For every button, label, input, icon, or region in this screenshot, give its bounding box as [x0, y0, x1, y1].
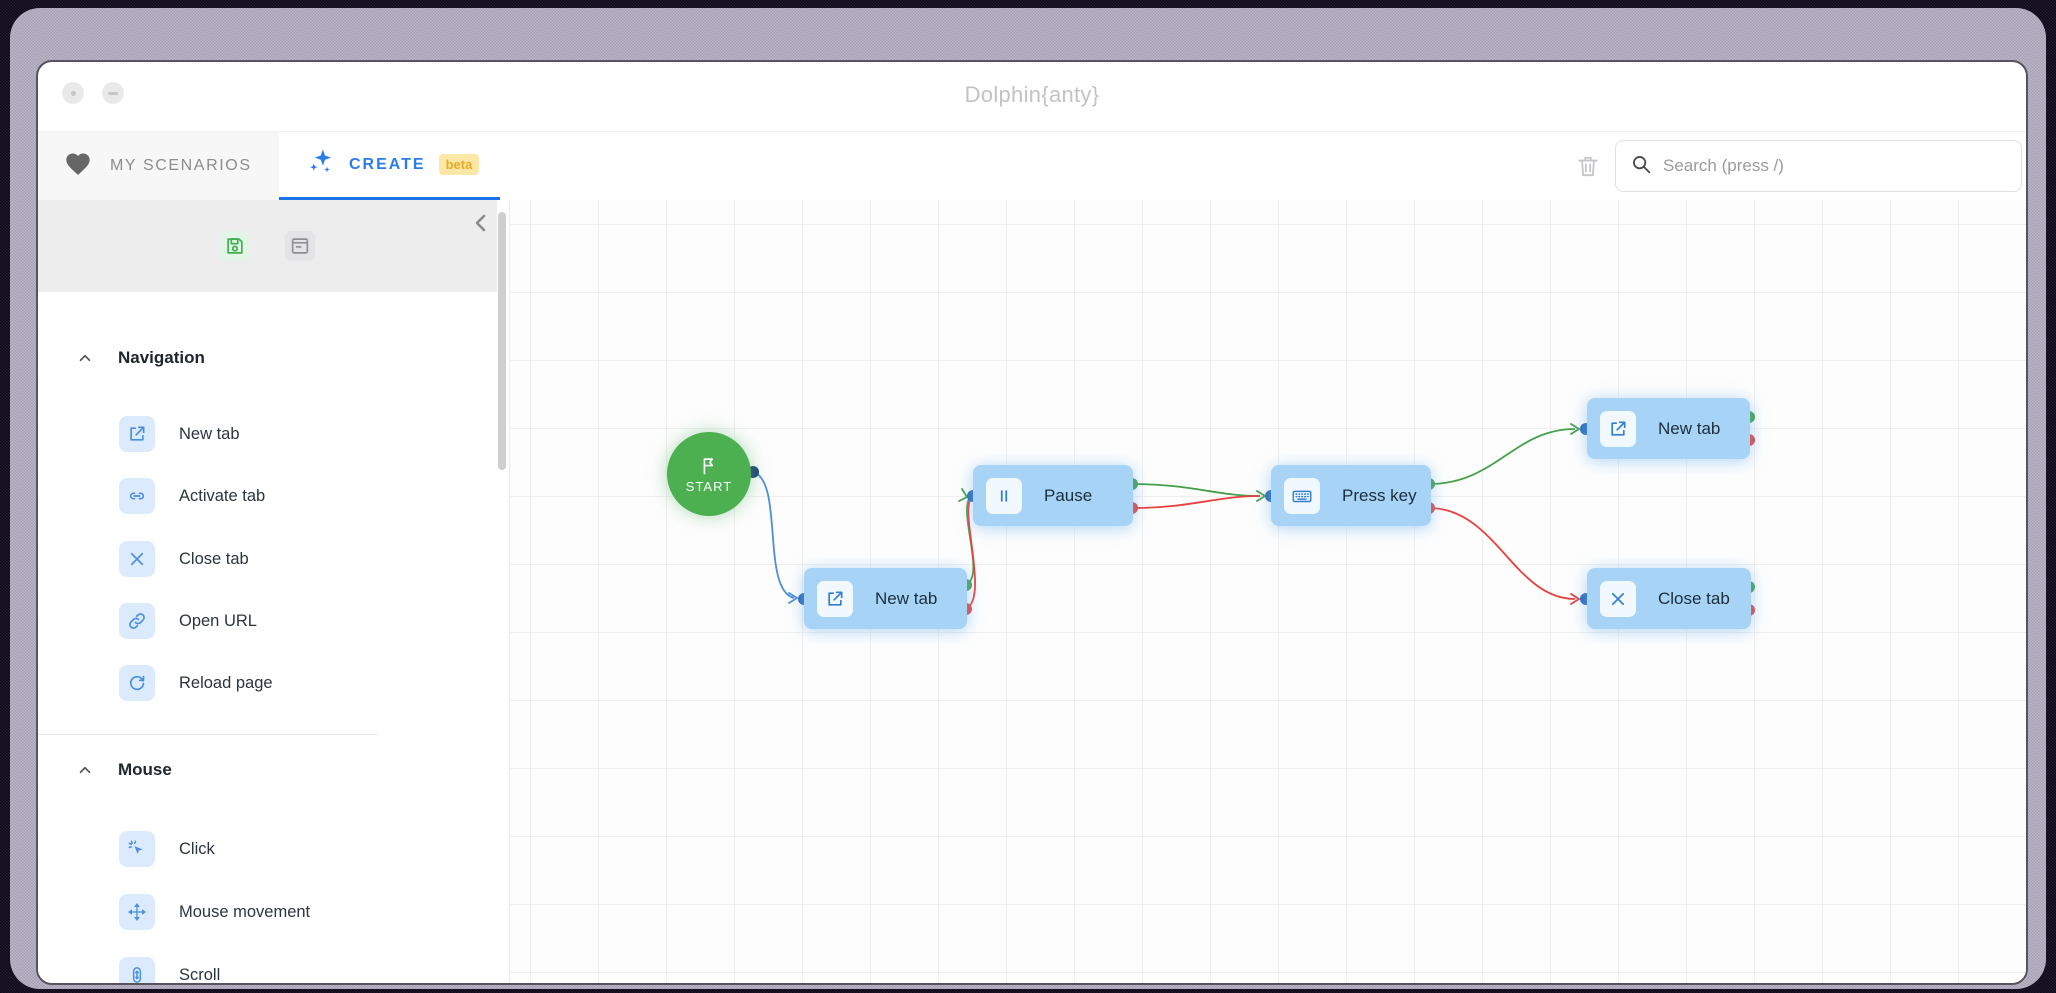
section-navigation-label: Navigation: [118, 348, 205, 367]
edge-presskey-closetab-error: [1428, 507, 1576, 600]
node-start-label: START: [685, 478, 733, 494]
scenario-canvas[interactable]: START New tab Pause Pre: [510, 200, 2026, 983]
edge-pause-presskey-error: [1131, 495, 1261, 509]
sidebar-item-reload-page[interactable]: Reload page: [119, 665, 273, 701]
edge-start-newtab1: [752, 471, 795, 599]
node-pause[interactable]: Pause: [973, 465, 1133, 526]
sidebar-item-label: Reload page: [179, 673, 273, 692]
sidebar-item-new-tab[interactable]: New tab: [119, 416, 240, 452]
node-new-tab-2[interactable]: New tab: [1587, 398, 1750, 459]
save-scenario-button[interactable]: [220, 231, 250, 261]
section-navigation[interactable]: Navigation: [76, 348, 205, 368]
sidebar-item-activate-tab[interactable]: Activate tab: [119, 478, 265, 514]
close-tab-icon: [119, 541, 155, 577]
flag-icon: [703, 457, 714, 474]
section-mouse-label: Mouse: [118, 760, 172, 779]
search-icon: [1630, 153, 1652, 180]
title-bar: Dolphin{anty}: [38, 62, 2026, 132]
new-tab-icon: [119, 416, 155, 452]
delete-scenario-button[interactable]: [1575, 152, 1601, 180]
sidebar-item-close-tab[interactable]: Close tab: [119, 541, 249, 577]
tab-create-label: CREATE: [349, 155, 426, 173]
minimize-icon: [108, 91, 118, 95]
node-label: Close tab: [1658, 588, 1730, 608]
sparkles-icon: [306, 147, 336, 182]
sidebar-item-click[interactable]: Click: [119, 831, 215, 867]
heart-icon: [63, 150, 93, 183]
sidebar-item-label: Open URL: [179, 611, 257, 630]
edge-pause-presskey-success: [1131, 483, 1261, 497]
node-press-key[interactable]: Press key: [1271, 465, 1431, 526]
keyboard-icon: [1284, 477, 1320, 514]
pause-icon: [986, 477, 1022, 514]
chevron-up-icon: [79, 766, 91, 774]
sidebar-item-scroll[interactable]: Scroll: [119, 957, 221, 984]
search-input[interactable]: [1663, 156, 2007, 176]
window-close-button[interactable]: [62, 82, 84, 104]
sidebar-item-label: New tab: [179, 424, 240, 443]
app-window: Dolphin{anty} MY SCENARIOS CREATE beta: [36, 60, 2028, 985]
node-label: Press key: [1342, 485, 1417, 505]
sidebar-item-label: Click: [179, 839, 215, 858]
close-tab-icon: [1600, 580, 1636, 617]
section-divider: [38, 734, 378, 735]
activate-tab-icon: [119, 478, 155, 514]
tab-my-scenarios[interactable]: MY SCENARIOS: [38, 132, 279, 200]
collapse-sidebar-button[interactable]: [469, 210, 493, 236]
node-start[interactable]: START: [667, 432, 751, 516]
sidebar-item-open-url[interactable]: Open URL: [119, 603, 257, 639]
beta-badge: beta: [438, 154, 480, 175]
click-icon: [119, 831, 155, 867]
new-tab-icon: [817, 580, 853, 617]
sidebar-item-label: Mouse movement: [179, 902, 311, 921]
open-url-icon: [119, 603, 155, 639]
tab-my-scenarios-label: MY SCENARIOS: [110, 157, 252, 174]
close-icon: [70, 90, 76, 96]
tab-bar: MY SCENARIOS CREATE beta: [38, 132, 2026, 200]
node-label: New tab: [875, 588, 938, 608]
section-mouse[interactable]: Mouse: [76, 760, 172, 780]
node-label: New tab: [1658, 418, 1721, 438]
sidebar-header: [38, 200, 497, 292]
search-box: [1615, 140, 2022, 192]
edge-presskey-newtab2-success: [1428, 428, 1576, 485]
flow-edges: [747, 411, 1755, 616]
scroll-icon: [119, 957, 155, 983]
node-close-tab[interactable]: Close tab: [1587, 568, 1751, 629]
sidebar-item-mouse-movement[interactable]: Mouse movement: [119, 894, 310, 930]
script-log-button[interactable]: [285, 231, 315, 261]
chevron-up-icon: [79, 354, 91, 362]
new-tab-icon: [1600, 410, 1636, 447]
sidebar-item-label: Activate tab: [179, 486, 266, 505]
edge-newtab1-pause-error: [965, 499, 976, 610]
mouse-movement-icon: [119, 894, 155, 930]
sidebar-item-label: Close tab: [179, 549, 249, 568]
window-title: Dolphin{anty}: [964, 82, 1100, 107]
sidebar-item-label: Scroll: [179, 965, 221, 984]
actions-sidebar: Navigation New tab Activate tab Close ta…: [38, 200, 510, 983]
node-new-tab-1[interactable]: New tab: [804, 568, 967, 629]
window-minimize-button[interactable]: [102, 82, 124, 104]
reload-page-icon: [119, 665, 155, 701]
content-area: Navigation New tab Activate tab Close ta…: [38, 200, 2026, 983]
sidebar-scrollbar[interactable]: [498, 212, 506, 470]
tab-create[interactable]: CREATE beta: [279, 132, 500, 200]
node-label: Pause: [1044, 485, 1093, 505]
